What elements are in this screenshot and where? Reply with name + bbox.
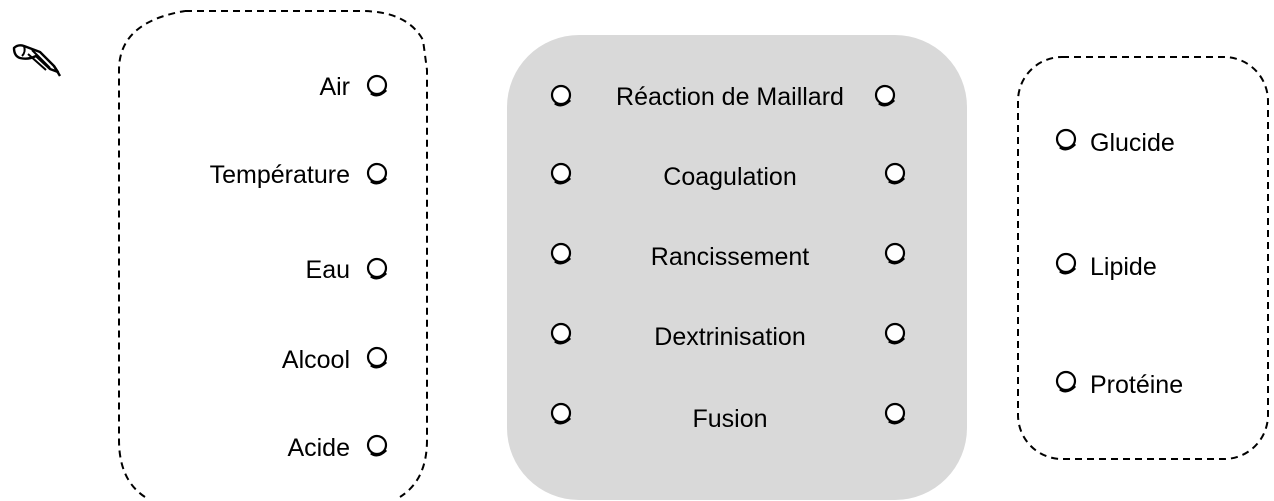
right-item-label: Lipide xyxy=(1090,253,1157,281)
shadowed-circle-icon[interactable] xyxy=(550,402,574,426)
shadowed-circle-icon[interactable] xyxy=(366,346,390,370)
center-item-label: Fusion xyxy=(692,405,768,433)
shadowed-circle-icon[interactable] xyxy=(884,242,908,266)
writing-hand-icon xyxy=(10,38,62,78)
right-item-label: Glucide xyxy=(1090,129,1175,157)
shadowed-circle-icon[interactable] xyxy=(884,322,908,346)
center-item-label: Coagulation xyxy=(663,163,797,191)
right-options-box xyxy=(1016,55,1270,461)
left-options-box xyxy=(115,10,431,498)
shadowed-circle-icon[interactable] xyxy=(1055,128,1079,152)
shadowed-circle-icon[interactable] xyxy=(874,84,898,108)
shadowed-circle-icon[interactable] xyxy=(366,162,390,186)
shadowed-circle-icon[interactable] xyxy=(550,162,574,186)
left-item-label: Alcool xyxy=(281,346,350,374)
shadowed-circle-icon[interactable] xyxy=(550,84,574,108)
right-item-label: Protéine xyxy=(1090,371,1184,399)
shadowed-circle-icon[interactable] xyxy=(550,242,574,266)
left-item-label: Température xyxy=(209,161,350,189)
left-item-label: Eau xyxy=(305,256,350,284)
left-item-label: Air xyxy=(319,73,350,101)
shadowed-circle-icon[interactable] xyxy=(550,322,574,346)
shadowed-circle-icon[interactable] xyxy=(1055,370,1079,394)
shadowed-circle-icon[interactable] xyxy=(366,434,390,458)
shadowed-circle-icon[interactable] xyxy=(366,257,390,281)
left-item-label: Acide xyxy=(287,434,350,462)
shadowed-circle-icon[interactable] xyxy=(366,74,390,98)
center-item-label: Dextrinisation xyxy=(654,323,806,351)
shadowed-circle-icon[interactable] xyxy=(884,162,908,186)
center-item-label: Rancissement xyxy=(650,243,810,271)
center-item-label: Réaction de Maillard xyxy=(616,83,844,111)
shadowed-circle-icon[interactable] xyxy=(1055,252,1079,276)
shadowed-circle-icon[interactable] xyxy=(884,402,908,426)
